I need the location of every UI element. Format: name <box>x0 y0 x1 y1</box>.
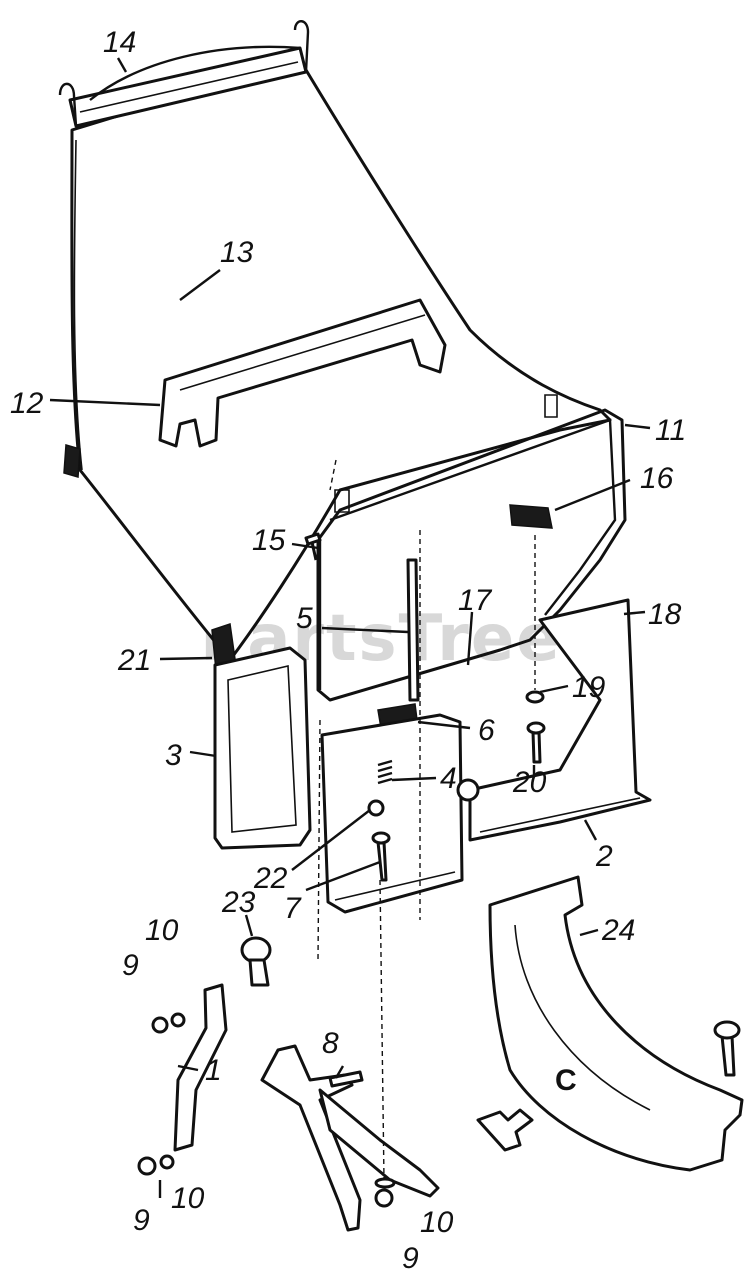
mounting-plate <box>320 713 480 914</box>
discharge-chute-24 <box>476 875 744 1172</box>
callout-6: 6 <box>478 714 495 747</box>
nut-22 <box>367 799 385 817</box>
spring <box>377 759 393 785</box>
rod <box>406 558 420 702</box>
callout-C: C <box>555 1064 577 1097</box>
callout-23: 23 <box>221 886 256 919</box>
callout-16: 16 <box>640 462 674 495</box>
callout-9b: 9 <box>133 1204 150 1237</box>
callout-17: 17 <box>458 584 493 617</box>
knob-23 <box>240 936 272 987</box>
callout-11: 11 <box>655 414 686 447</box>
bolt-7 <box>371 831 391 882</box>
callout-13: 13 <box>220 236 254 269</box>
side-panel <box>213 646 312 850</box>
washer-19 <box>525 690 545 704</box>
nut-9b <box>137 1156 157 1176</box>
callout-21: 21 <box>117 644 151 677</box>
callout-5: 5 <box>296 602 313 635</box>
bracket-1 <box>173 983 228 1152</box>
callout-18: 18 <box>648 598 682 631</box>
callout-3: 3 <box>165 739 182 772</box>
callout-22: 22 <box>253 862 288 895</box>
deflector-plate <box>468 598 652 842</box>
callout-2: 2 <box>595 840 613 873</box>
nut-9a <box>151 1016 169 1034</box>
screw-15 <box>304 532 322 561</box>
nut-9c <box>374 1188 394 1208</box>
callout-labels: 14 13 12 11 16 15 17 5 18 21 19 6 3 4 20… <box>10 26 686 1275</box>
callout-1: 1 <box>205 1054 222 1087</box>
bag-top-frame <box>58 20 310 128</box>
callout-24: 24 <box>601 914 635 947</box>
bolt-20 <box>526 721 546 764</box>
washer-10b <box>159 1154 175 1170</box>
callout-20: 20 <box>512 766 547 799</box>
callout-7: 7 <box>284 892 302 925</box>
linkage-arm <box>260 1044 440 1232</box>
latch-16 <box>509 504 553 529</box>
washer-10a <box>170 1012 186 1028</box>
callout-10b: 10 <box>171 1182 205 1215</box>
callout-12: 12 <box>10 387 44 420</box>
callout-9a: 9 <box>122 949 139 982</box>
callout-10a: 10 <box>145 914 179 947</box>
callout-14: 14 <box>103 26 136 59</box>
callout-19: 19 <box>572 671 606 704</box>
handle-bar <box>158 298 447 448</box>
leader-lines <box>49 57 651 1198</box>
callout-10c: 10 <box>420 1206 454 1239</box>
callout-8: 8 <box>322 1027 339 1060</box>
washer-10c <box>374 1177 396 1189</box>
callout-15: 15 <box>252 524 286 557</box>
bag-frame <box>316 394 627 702</box>
callout-9c: 9 <box>402 1242 419 1275</box>
callout-4: 4 <box>440 762 457 795</box>
